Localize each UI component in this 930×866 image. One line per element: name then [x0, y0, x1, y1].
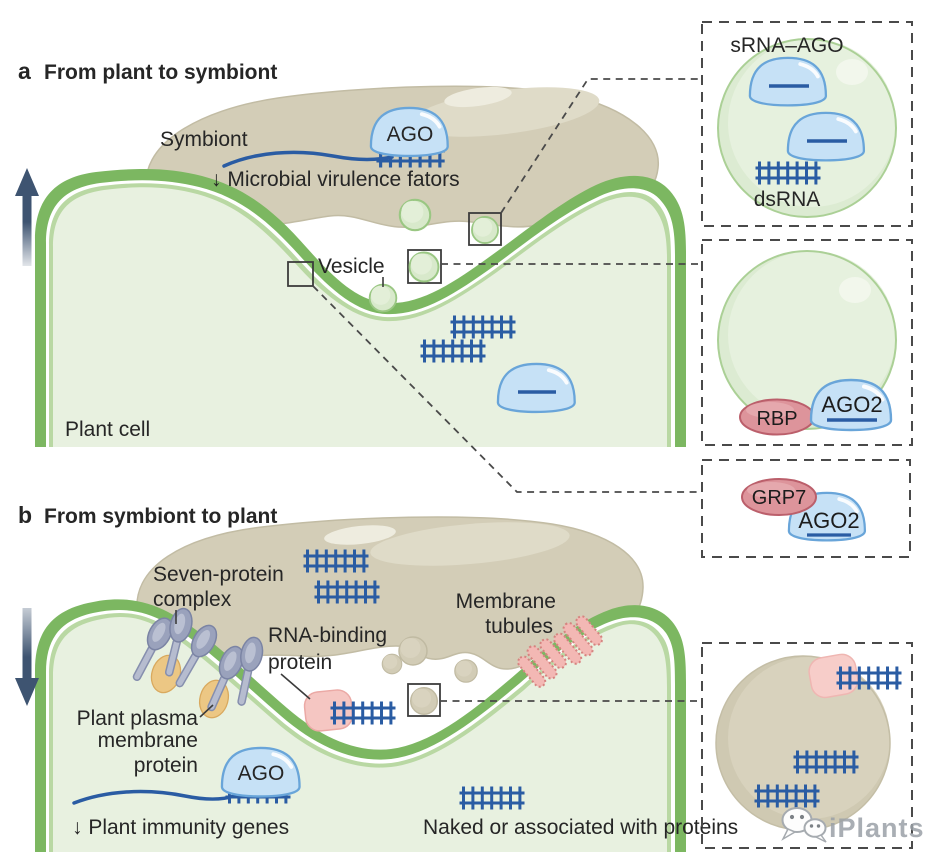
watermark-text: iPlants — [829, 813, 925, 843]
rna-binding-pointer — [280, 673, 311, 700]
symbiont-b-highlight — [370, 522, 570, 566]
effect-text-a: ↓ Microbial virulence fators — [211, 168, 460, 191]
vesicle-b-2 — [454, 659, 478, 683]
callout-grp7: GRP7 AGO2 — [701, 459, 911, 558]
srna-ago-title: sRNA–AGO — [730, 34, 843, 57]
ago-label-a: AGO — [387, 123, 434, 146]
ago-in-vesicle-1 — [748, 56, 828, 108]
callout-square-a-1 — [468, 212, 502, 246]
callout-vesicle-rbp-border — [701, 239, 913, 446]
rna-binding-protein-b — [303, 689, 354, 732]
vesicle-a-2 — [471, 216, 499, 244]
plasma-membrane-label-2: membrane — [98, 729, 198, 752]
ago2-label-box2: AGO2 — [821, 392, 882, 417]
callout-square-a-empty — [287, 261, 314, 287]
plasma-membrane-label-1: Plant plasma — [77, 707, 199, 730]
mrna-line-b — [72, 789, 236, 805]
ago-in-vesicle-2 — [786, 111, 866, 163]
panel-a-title: From plant to symbiont — [44, 61, 277, 84]
membrane-tubules — [517, 615, 603, 688]
dsrna-label: dsRNA — [754, 188, 821, 211]
up-arrow — [15, 168, 39, 266]
seven-protein-label-2: complex — [153, 588, 232, 611]
naked-text: Naked or associated with proteins — [423, 816, 738, 839]
panel-b-letter: b — [18, 502, 32, 528]
vesicle-a-1 — [398, 198, 432, 232]
callout-grp7-border — [701, 459, 911, 558]
callout-srna-ago: sRNA–AGO dsRNA — [701, 21, 913, 227]
symbiont-label-a: Symbiont — [160, 128, 248, 151]
ago2-label-box3: AGO2 — [798, 508, 859, 533]
ago-unlabeled-a — [496, 362, 577, 414]
wechat-icon — [781, 807, 827, 843]
vesicle-b-3 — [409, 686, 439, 716]
vesicle-b-1 — [398, 636, 428, 666]
panel-a-letter: a — [18, 58, 31, 84]
callout-srna-ago-border — [701, 21, 913, 227]
plant-cell-label: Plant cell — [65, 418, 150, 441]
panel-b: AGO b From symbiont to plant Seven-prote… — [15, 502, 738, 852]
vesicle-b-0 — [381, 653, 403, 675]
vesicle-a-3 — [408, 251, 440, 283]
membrane-tubules-label-2: tubules — [485, 615, 553, 638]
effect-text-b: ↓ Plant immunity genes — [72, 816, 289, 839]
connector-to-grp7-box — [312, 285, 702, 493]
panel-b-title: From symbiont to plant — [44, 505, 277, 528]
vesicle-a-4 — [368, 283, 398, 313]
connector-to-srna-ago-box — [500, 78, 702, 214]
seven-protein-label-1: Seven-protein — [153, 563, 284, 586]
callout-naked-vesicle-border — [701, 642, 913, 849]
callout-square-a-2 — [407, 249, 442, 284]
ago-label-b: AGO — [238, 762, 285, 785]
plasma-membrane-label-3: protein — [134, 754, 198, 777]
rbp-label: RBP — [756, 408, 797, 430]
plasma-membrane-pointer — [199, 704, 214, 718]
grp7-label: GRP7 — [752, 487, 806, 509]
down-arrow — [15, 608, 39, 706]
watermark: iPlants — [781, 807, 925, 843]
mrna-line-a — [222, 150, 394, 168]
callout-naked-vesicle — [701, 642, 913, 849]
vesicle-label: Vesicle — [318, 255, 385, 278]
callout-vesicle-rbp: RBP AGO2 — [701, 239, 913, 446]
rna-binding-label-1: RNA-binding — [268, 624, 387, 647]
callout-square-b — [407, 683, 441, 717]
membrane-tubules-label-1: Membrane — [456, 590, 556, 613]
panel-a: AGO a From plant to symbiont Symbiont ↓ … — [15, 58, 686, 447]
rna-binding-label-2: protein — [268, 651, 332, 674]
